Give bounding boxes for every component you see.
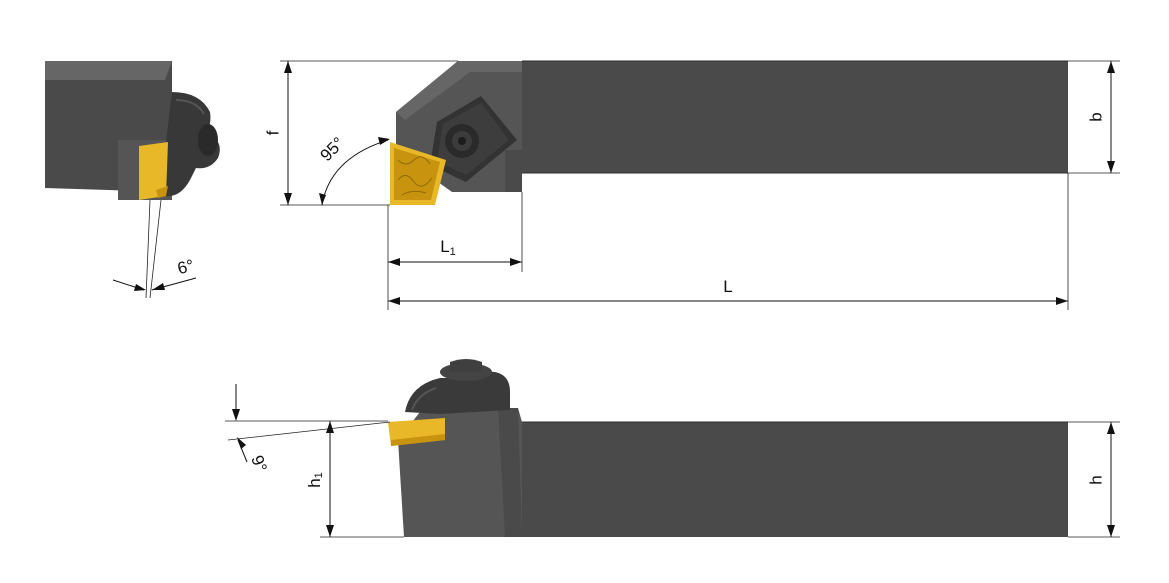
end-view-clamp bbox=[165, 92, 220, 197]
label-angle-9: 9° bbox=[247, 453, 270, 475]
label-l1: L1 bbox=[440, 237, 456, 258]
side-view: 9° h1 h bbox=[225, 359, 1120, 538]
dimension-b: b bbox=[1068, 60, 1120, 174]
label-l: L bbox=[723, 277, 732, 296]
label-f: f bbox=[263, 130, 282, 135]
side-view-insert bbox=[388, 418, 445, 446]
top-view-clamp bbox=[430, 96, 517, 182]
dimension-l: L bbox=[387, 173, 1069, 310]
label-angle-95: 95° bbox=[316, 133, 348, 165]
dimension-angle-9: 9° bbox=[225, 384, 391, 475]
dimension-angle-6: 6° bbox=[112, 199, 197, 299]
end-view-insert bbox=[139, 142, 168, 200]
side-view-clamp bbox=[405, 359, 510, 414]
label-angle-6: 6° bbox=[175, 256, 196, 279]
label-b: b bbox=[1086, 112, 1105, 121]
dimension-h: h bbox=[1068, 421, 1120, 538]
dimension-f: f bbox=[263, 60, 458, 206]
dimension-l1: L1 bbox=[387, 192, 523, 272]
dimension-angle-95: 95° bbox=[316, 133, 390, 206]
end-view: 6° bbox=[45, 61, 220, 299]
side-view-shank bbox=[522, 422, 1068, 537]
top-view-shank bbox=[522, 61, 1068, 173]
label-h: h bbox=[1086, 475, 1105, 484]
dimension-h1: h1 bbox=[305, 421, 404, 538]
top-view: f 95° b L1 bbox=[263, 60, 1120, 310]
top-view-insert bbox=[390, 142, 446, 205]
label-h1: h1 bbox=[305, 472, 324, 488]
